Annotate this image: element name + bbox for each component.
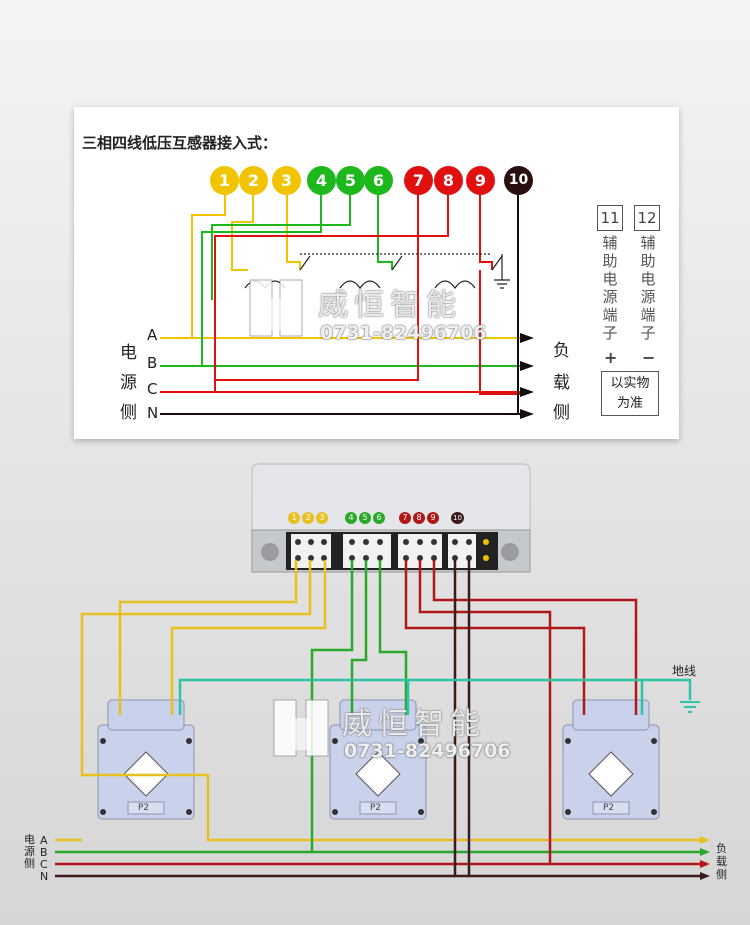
photo-source-char-1: 电: [24, 833, 35, 846]
meter-terminal-8: 8: [413, 512, 425, 524]
meter-terminal-3: 3: [316, 512, 328, 524]
meter-terminal-6: 6: [373, 512, 385, 524]
photo-phase-a: A: [40, 834, 48, 847]
ct-label-left: P2: [138, 803, 150, 813]
load-side-char-2: 载: [553, 373, 570, 393]
aux-plus-sign: +: [604, 348, 618, 367]
terminal-8: 8: [434, 166, 463, 195]
photo-source-char-2: 源: [24, 845, 35, 858]
meter-terminal-7: 7: [399, 512, 411, 524]
terminal-3: 3: [272, 166, 301, 195]
photo-load-char-1: 负: [716, 842, 727, 855]
watermark-phone-bottom: 0731-82496706: [344, 740, 511, 762]
phase-n-label: N: [147, 404, 159, 422]
watermark-brand-bottom: 威恒智能: [342, 707, 486, 742]
source-side-char-1: 电: [120, 343, 137, 363]
terminal-9: 9: [466, 166, 495, 195]
meter-terminal-2: 2: [302, 512, 314, 524]
meter-terminal-10: 10: [451, 512, 464, 524]
aux-minus-sign: −: [642, 348, 656, 367]
watermark-logo-top: [249, 279, 303, 337]
meter-terminal-1: 1: [288, 512, 300, 524]
earth-label: 地线: [672, 664, 697, 678]
terminal-6-label: 6: [372, 171, 385, 190]
diagram-title: 三相四线低压互感器接入式：: [82, 134, 278, 152]
ct-label-right: P2: [603, 803, 615, 813]
terminal-5: 5: [336, 166, 365, 195]
meter-terminal-9: 9: [427, 512, 439, 524]
terminal-8-label: 8: [442, 171, 455, 190]
meter-terminal-4: 4: [345, 512, 357, 524]
actual-product-note: 以实物 为准: [601, 371, 659, 416]
terminal-2-label: 2: [247, 171, 260, 190]
meter-terminal-5: 5: [359, 512, 371, 524]
terminal-4-label: 4: [315, 171, 328, 190]
note-line-1: 以实物: [610, 376, 650, 391]
terminal-7: 7: [404, 166, 433, 195]
terminal-7-label: 7: [412, 171, 425, 190]
watermark-logo-bottom: [273, 699, 329, 757]
source-side-char-3: 侧: [120, 403, 137, 423]
load-side-char-3: 侧: [553, 403, 570, 423]
note-line-2: 为准: [616, 396, 643, 411]
terminal-10: 10: [504, 166, 533, 195]
aux-terminal-12-text: 辅助电源端子: [640, 234, 656, 342]
source-side-char-2: 源: [120, 373, 137, 393]
terminal-6: 6: [364, 166, 393, 195]
photo-phase-n: N: [40, 870, 49, 883]
photo-phase-b: B: [40, 846, 48, 859]
current-transformers: [97, 699, 660, 820]
terminal-2: 2: [239, 166, 268, 195]
aux-terminal-11: 11: [597, 205, 623, 231]
terminal-3-label: 3: [280, 171, 293, 190]
watermark-phone-top: 0731-82496706: [320, 322, 487, 344]
terminal-5-label: 5: [344, 171, 357, 190]
terminal-1-label: 1: [218, 171, 231, 190]
photo-load-char-3: 侧: [716, 868, 727, 881]
phase-a-label: A: [147, 326, 158, 344]
aux-terminal-11-text: 辅助电源端子: [602, 234, 618, 342]
wiring-diagram-panel: [74, 107, 679, 439]
terminal-10-label: 10: [508, 172, 529, 188]
terminal-1: 1: [210, 166, 239, 195]
phase-c-label: C: [147, 380, 158, 398]
terminal-9-label: 9: [474, 171, 487, 190]
photo-phase-c: C: [40, 858, 48, 871]
ct-label-middle: P2: [370, 803, 382, 813]
load-side-char-1: 负: [553, 341, 570, 361]
photo-source-char-3: 侧: [24, 857, 35, 870]
watermark-brand-top: 威恒智能: [318, 288, 462, 323]
phase-b-label: B: [147, 354, 158, 372]
aux-terminal-12: 12: [634, 205, 660, 231]
terminal-4: 4: [307, 166, 336, 195]
photo-load-char-2: 载: [716, 855, 727, 868]
